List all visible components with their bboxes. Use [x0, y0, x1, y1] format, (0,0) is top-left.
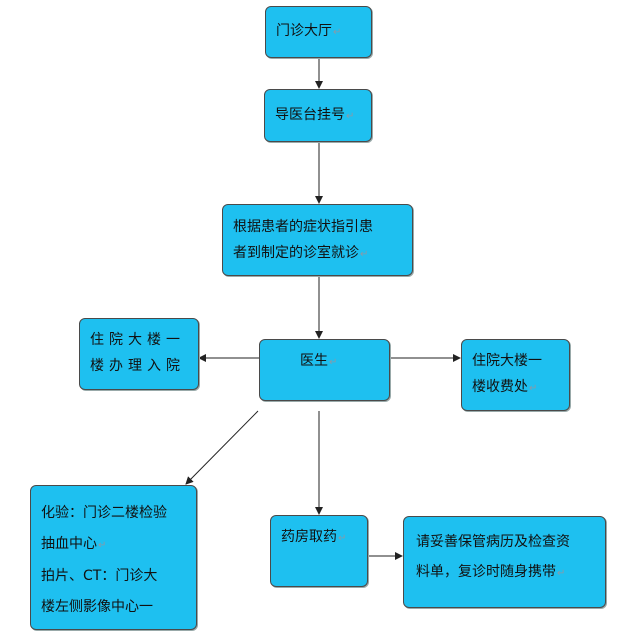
node-billing-line-2: 楼收费处↵ [472, 379, 538, 395]
node-doctor-text: 医生↵ [300, 353, 338, 369]
node-billing: 住院大楼一 楼收费处↵ [461, 339, 570, 411]
node-pharmacy: 药房取药↵ [270, 515, 368, 587]
node-triage-line-2: 者到制定的诊室就诊↵ [233, 245, 369, 261]
node-triage-line-1: 根据患者的症状指引患 [233, 219, 373, 235]
node-records: 请妥善保管病历及检查资 料单，复诊时随身携带↵ [403, 516, 606, 608]
node-tests-line-1: 化验：门诊二楼检验 [41, 505, 167, 521]
node-tests-line-3: 拍片、CT：门诊大 [41, 568, 158, 584]
node-lobby: 门诊大厅↵ [265, 6, 372, 58]
node-records-line-2: 料单，复诊时随身携带↵ [416, 564, 566, 580]
node-billing-line-1: 住院大楼一 [472, 353, 542, 369]
node-tests-line-2: 抽血中心↵ [41, 536, 107, 552]
node-records-line-1: 请妥善保管病历及检查资 [416, 534, 570, 550]
node-registration-text: 导医台挂号↵ [275, 106, 355, 123]
node-doctor: 医生↵ [259, 339, 390, 401]
node-admission-line-1: 住院大楼一 [90, 332, 185, 348]
node-registration: 导医台挂号↵ [264, 89, 372, 142]
node-tests: 化验：门诊二楼检验 抽血中心↵ 拍片、CT：门诊大 楼左侧影像中心一 [30, 485, 197, 630]
node-lobby-text: 门诊大厅↵ [276, 23, 342, 39]
node-pharmacy-text: 药房取药↵ [281, 529, 347, 545]
node-triage: 根据患者的症状指引患 者到制定的诊室就诊↵ [222, 204, 413, 276]
node-tests-line-4: 楼左侧影像中心一 [41, 599, 153, 615]
node-admission-line-2: 楼办理入院 [90, 358, 185, 374]
node-admission: 住院大楼一 楼办理入院 [79, 318, 199, 390]
arrow-doctor-to-tests [185, 410, 259, 485]
